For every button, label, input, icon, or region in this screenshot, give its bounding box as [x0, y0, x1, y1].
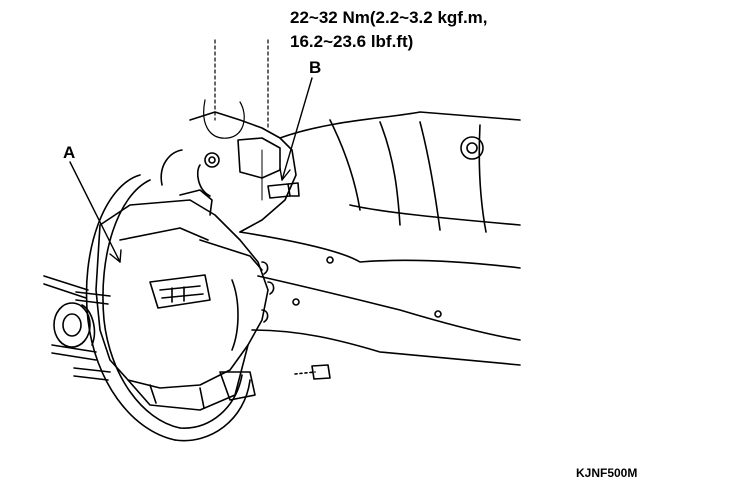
torque-spec-line-2: 16.2~23.6 lbf.ft)	[290, 32, 414, 51]
leader-line-a	[70, 162, 120, 262]
figure-code: KJNF500M	[576, 466, 638, 480]
steering-knuckle	[161, 112, 296, 232]
caliper-body	[96, 190, 274, 410]
brake-disc	[87, 175, 250, 441]
leader-arrow-b	[280, 168, 290, 180]
wheel-hub	[44, 276, 110, 380]
leader-arrow-a	[110, 250, 121, 262]
strut-spring	[204, 40, 268, 138]
torque-spec-line-1: 22~32 Nm(2.2~3.2 kgf.m,	[290, 8, 488, 27]
callout-b: B	[309, 58, 322, 77]
lower-arm	[240, 112, 520, 365]
guide-bolt-b	[268, 183, 299, 198]
leader-line-b	[282, 78, 312, 180]
callout-a: A	[63, 143, 76, 162]
guide-bolt-lower	[295, 365, 330, 379]
